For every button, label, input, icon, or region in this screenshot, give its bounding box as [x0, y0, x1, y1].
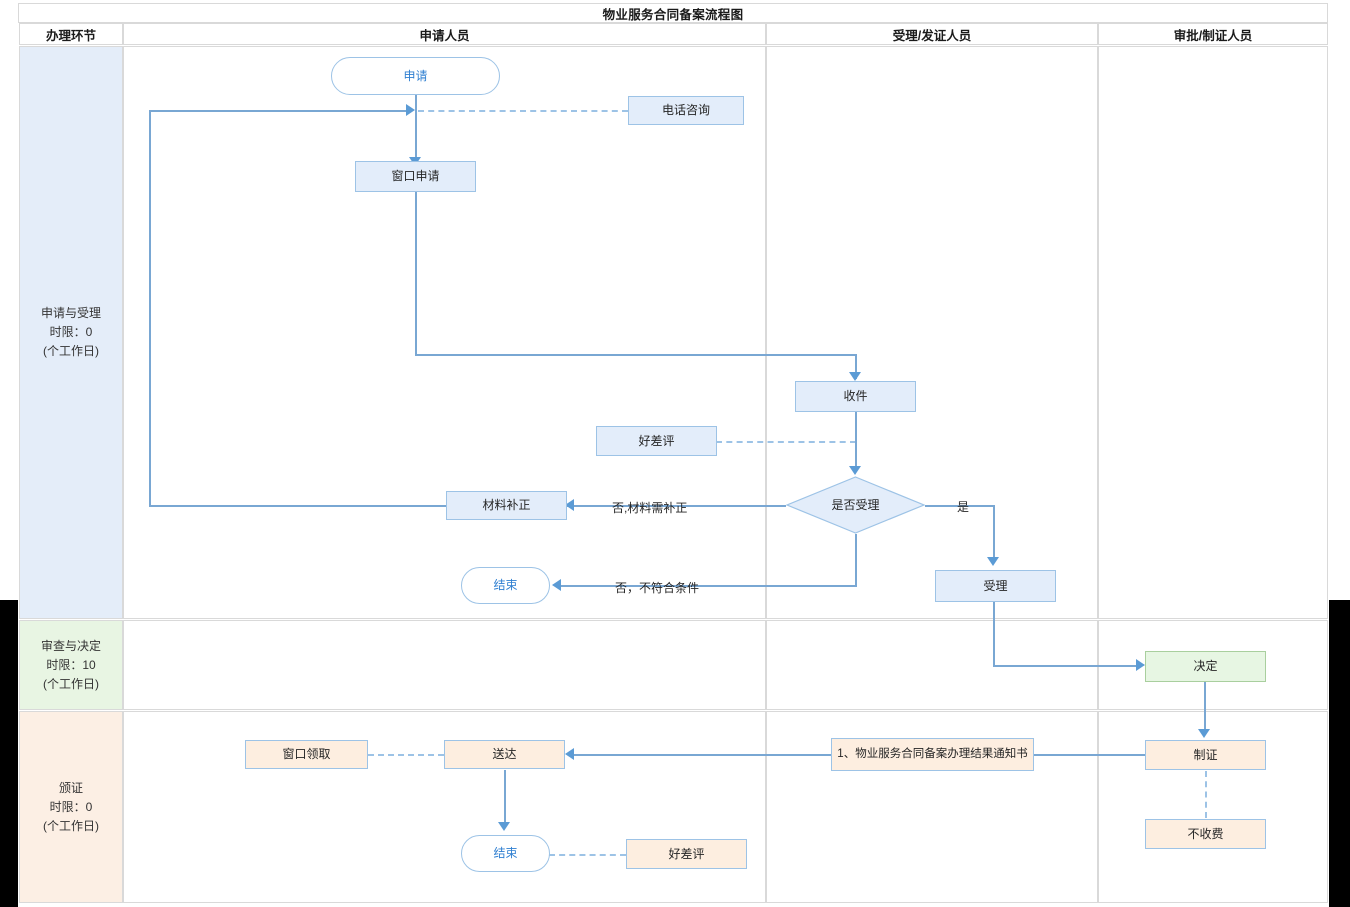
- arrow-to-deliver: [565, 748, 574, 760]
- arrow-to-accept: [987, 557, 999, 566]
- arrow-to-accept-decision: [849, 466, 861, 475]
- edge-label-not-eligible: 否，不符合条件: [615, 581, 700, 595]
- lane-acceptor-stage1: [766, 46, 1098, 619]
- node-rating-top[interactable]: 好差评: [596, 426, 717, 456]
- edge-end-to-rating: [549, 854, 626, 856]
- node-material-fix[interactable]: 材料补正: [446, 491, 567, 520]
- node-deliver[interactable]: 送达: [444, 740, 565, 769]
- edge-rating-to-receive: [716, 441, 856, 443]
- node-phone-consult[interactable]: 电话咨询: [628, 96, 744, 125]
- column-header-acceptor: 受理/发证人员: [766, 23, 1098, 45]
- node-rating-bottom[interactable]: 好差评: [626, 839, 747, 869]
- stage-limit: 时限：0: [49, 799, 93, 814]
- edge-material-fix-left: [149, 505, 447, 507]
- arrow-to-make-cert: [1198, 729, 1210, 738]
- edge-into-receive: [855, 354, 857, 379]
- edge-decision-yes: [925, 505, 995, 507]
- edge-yes-down: [993, 505, 995, 561]
- edge-decision-to-material-fix: [567, 505, 786, 507]
- edge-receive-to-decision: [855, 412, 857, 470]
- column-header-stage: 办理环节: [19, 23, 123, 45]
- arrow-to-decide: [1136, 659, 1145, 671]
- edge-decide-to-make-cert: [1204, 682, 1206, 733]
- edge-label-no-need-fix: 否,材料需补正: [612, 501, 688, 515]
- stage-cell-application: 申请与受理 时限：0 (个工作日): [19, 46, 123, 619]
- stage-limit: 时限：0: [49, 325, 93, 339]
- node-decide[interactable]: 决定: [1145, 651, 1266, 682]
- edge-make-cert-to-no-fee: [1205, 771, 1207, 818]
- node-accept-decision[interactable]: 是否受理: [786, 476, 925, 534]
- edge-apply-to-window-apply: [415, 95, 417, 159]
- node-receive[interactable]: 收件: [795, 381, 916, 412]
- arrow-to-end-top: [552, 579, 561, 591]
- edge-accept-to-decide: [993, 665, 1141, 667]
- edge-deliver-to-end: [504, 770, 506, 826]
- stage-name: 审查与决定: [40, 638, 101, 653]
- node-no-fee[interactable]: 不收费: [1145, 819, 1266, 849]
- node-end-bottom[interactable]: 结束: [461, 835, 550, 872]
- stage-unit: (个工作日): [43, 818, 99, 833]
- edge-window-pickup-to-deliver: [368, 754, 444, 756]
- edge-window-apply-right: [415, 354, 857, 356]
- stage-name: 申请与受理: [40, 306, 101, 320]
- viewport-mask-right: [1329, 600, 1350, 907]
- arrow-to-receive: [849, 372, 861, 381]
- edge-material-fix-back-to-apply: [149, 110, 411, 112]
- diamond-shape: [786, 476, 925, 534]
- edge-window-apply-down: [415, 192, 417, 355]
- arrow-to-end-bottom: [498, 822, 510, 831]
- node-apply[interactable]: 申请: [331, 57, 500, 95]
- lane-approver-stage1: [1098, 46, 1328, 619]
- node-label: 是否受理: [831, 497, 880, 512]
- edge-material-fix-up: [149, 110, 151, 507]
- stage-cell-review: 审查与决定 时限：10 (个工作日): [19, 620, 123, 710]
- node-notice[interactable]: 1、物业服务合同备案办理结果通知书: [831, 738, 1034, 771]
- edge-label-yes: 是: [957, 500, 970, 514]
- stage-name: 颁证: [58, 780, 83, 795]
- viewport-mask-left: [0, 600, 18, 907]
- column-header-applicant: 申请人员: [123, 23, 766, 45]
- stage-unit: (个工作日): [43, 676, 99, 691]
- edge-decision-down: [855, 534, 857, 586]
- edge-decision-to-end: [557, 585, 857, 587]
- edge-notice-to-deliver: [572, 754, 1034, 756]
- stage-limit: 时限：10: [46, 657, 96, 672]
- node-make-cert[interactable]: 制证: [1145, 740, 1266, 770]
- node-window-pickup[interactable]: 窗口领取: [245, 740, 368, 769]
- edge-apply-to-phone-consult: [418, 110, 628, 112]
- lane-applicant-stage2: [123, 620, 766, 710]
- lane-applicant-stage1: [123, 46, 766, 619]
- stage-unit: (个工作日): [43, 344, 99, 358]
- column-header-approver: 审批/制证人员: [1098, 23, 1328, 45]
- node-accept[interactable]: 受理: [935, 570, 1056, 602]
- edge-make-cert-to-notice: [1034, 754, 1146, 756]
- stage-cell-issuance: 颁证 时限：0 (个工作日): [19, 711, 123, 903]
- arrow-back-into-apply-trunk: [406, 104, 415, 116]
- node-window-apply[interactable]: 窗口申请: [355, 161, 476, 192]
- diagram-title: 物业服务合同备案流程图: [18, 3, 1328, 23]
- node-end-top[interactable]: 结束: [461, 567, 550, 604]
- edge-accept-down: [993, 602, 995, 666]
- arrow-to-material-fix: [565, 499, 574, 511]
